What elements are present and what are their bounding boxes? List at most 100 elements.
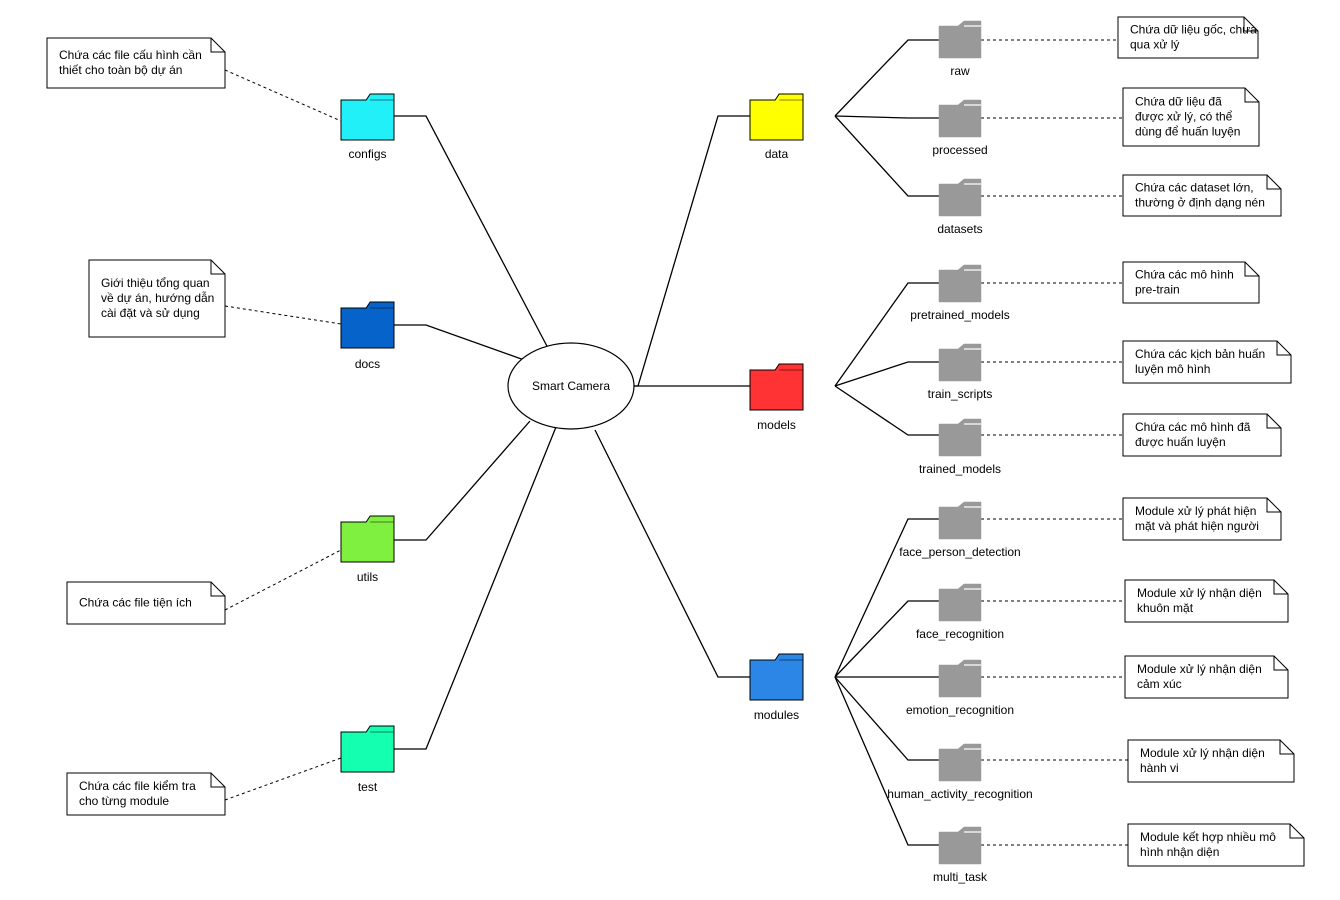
- docs-connector: [394, 324, 528, 362]
- folder-human-activity-recognition-note-fold: [1279, 740, 1294, 755]
- folder-multi-task-note-line: Module kết hợp nhiều mô: [1140, 830, 1276, 844]
- folder-face-recognition-connector: [834, 600, 939, 678]
- folder-face-recognition-note-line: Module xử lý nhận diện: [1137, 586, 1262, 600]
- folder-face-recognition[interactable]: face_recognition: [916, 583, 1004, 641]
- folder-processed-label: processed: [932, 143, 987, 157]
- folder-docs-icon[interactable]: [340, 301, 395, 349]
- folder-trained-models-connector: [834, 385, 939, 436]
- folder-pretrained-models[interactable]: pretrained_models: [910, 264, 1010, 322]
- folder-configs[interactable]: configs: [340, 93, 395, 161]
- folder-trained-models-note-box: [1122, 413, 1282, 457]
- folder-emotion-recognition-note-line: Module xử lý nhận diện: [1137, 662, 1262, 676]
- center-ellipse[interactable]: [507, 342, 635, 430]
- folder-multi-task-note-box: [1127, 823, 1305, 867]
- folder-face-person-detection[interactable]: face_person_detection: [899, 501, 1021, 559]
- folder-utils-icon[interactable]: [340, 515, 395, 563]
- folder-trained-models[interactable]: trained_models: [919, 418, 1001, 476]
- folder-trained-models-note-line: được huấn luyện: [1135, 435, 1226, 449]
- folder-multi-task-label: multi_task: [933, 870, 988, 884]
- folder-train-scripts-note-line: luyện mô hình: [1135, 362, 1210, 376]
- utils-note-fold: [210, 582, 225, 597]
- docs-note-line: cài đặt và sử dụng: [101, 306, 200, 320]
- configs-note-line: thiết cho toàn bộ dự án: [59, 63, 182, 77]
- folder-raw-note-line: Chứa dữ liệu gốc, chưa: [1130, 23, 1257, 37]
- folder-raw[interactable]: raw: [938, 20, 982, 78]
- folder-human-activity-recognition-icon[interactable]: [938, 743, 982, 782]
- folder-multi-task-icon[interactable]: [938, 826, 982, 865]
- folder-processed-icon[interactable]: [938, 99, 982, 138]
- folder-models[interactable]: models: [749, 363, 804, 432]
- test-note-connector: [224, 757, 342, 801]
- folder-modules[interactable]: modules: [749, 653, 804, 722]
- folder-face-person-detection-label: face_person_detection: [899, 545, 1020, 559]
- utils-note-line: Chứa các file tiện ích: [79, 596, 192, 610]
- folder-docs[interactable]: docs: [340, 301, 395, 371]
- folder-face-recognition-note-box: [1124, 579, 1289, 623]
- folder-face-recognition-note-fold: [1273, 580, 1288, 595]
- folder-data-icon[interactable]: [749, 93, 804, 141]
- folder-processed[interactable]: processed: [932, 99, 988, 157]
- folder-multi-task-note-line: hình nhận diện: [1140, 845, 1219, 859]
- folder-train-scripts[interactable]: train_scripts: [928, 343, 993, 401]
- docs-note-fold: [210, 260, 225, 275]
- folder-raw-label: raw: [950, 64, 970, 78]
- connector-lines: [224, 39, 1128, 846]
- folder-multi-task-note-fold: [1289, 824, 1304, 839]
- test-note-box: [66, 772, 226, 816]
- test-note-fold: [210, 773, 225, 788]
- folder-emotion-recognition-note-line: cảm xúc: [1137, 677, 1182, 691]
- folder-utils[interactable]: utils: [340, 515, 395, 584]
- configs-note-box: [46, 37, 226, 89]
- folder-human-activity-recognition-label: human_activity_recognition: [887, 787, 1032, 801]
- folder-pretrained-models-note-box: [1122, 261, 1260, 304]
- center-label: Smart Camera: [532, 379, 610, 393]
- folder-models-label: models: [757, 418, 796, 432]
- folder-raw-icon[interactable]: [938, 20, 982, 59]
- folder-raw-note-box: [1117, 16, 1259, 59]
- folder-test-icon[interactable]: [340, 725, 395, 773]
- folder-face-recognition-icon[interactable]: [938, 583, 982, 622]
- folder-pretrained-models-note-line: Chứa các mô hình: [1135, 268, 1234, 282]
- folder-pretrained-models-label: pretrained_models: [910, 308, 1009, 322]
- folder-processed-note-line: được xử lý, có thể: [1135, 110, 1233, 124]
- folder-models-icon[interactable]: [749, 363, 804, 411]
- test-note-line: cho từng module: [79, 794, 169, 808]
- folder-face-person-detection-note-fold: [1266, 498, 1281, 513]
- folder-trained-models-icon[interactable]: [938, 418, 982, 457]
- folder-datasets-note-line: thường ở định dạng nén: [1135, 196, 1265, 210]
- folder-emotion-recognition[interactable]: emotion_recognition: [906, 659, 1014, 717]
- folder-emotion-recognition-icon[interactable]: [938, 659, 982, 698]
- folder-trained-models-label: trained_models: [919, 462, 1001, 476]
- folder-pretrained-models-icon[interactable]: [938, 264, 982, 303]
- folder-datasets-note-fold: [1266, 175, 1281, 190]
- folder-configs-icon[interactable]: [340, 93, 395, 141]
- test-note-line: Chứa các file kiểm tra: [79, 779, 196, 793]
- docs-note-connector: [224, 305, 342, 325]
- folder-datasets[interactable]: datasets: [937, 178, 983, 236]
- folder-datasets-icon[interactable]: [938, 178, 982, 217]
- utils-connector: [394, 420, 531, 541]
- docs-note-box: [88, 259, 226, 338]
- folder-data[interactable]: data: [749, 93, 804, 161]
- folder-train-scripts-icon[interactable]: [938, 343, 982, 382]
- folder-utils-label: utils: [357, 570, 378, 584]
- docs-note-line: về dự án, hướng dẫn: [101, 290, 214, 305]
- folder-multi-task[interactable]: multi_task: [933, 826, 988, 884]
- folder-modules-icon[interactable]: [749, 653, 804, 701]
- folder-train-scripts-note-fold: [1276, 341, 1291, 356]
- folder-emotion-recognition-note-box: [1124, 655, 1289, 699]
- folder-train-scripts-note-line: Chứa các kịch bản huấn: [1135, 347, 1265, 361]
- folder-face-recognition-note-line: khuôn mặt: [1137, 601, 1194, 615]
- folder-raw-note-fold: [1243, 17, 1258, 32]
- data-connector: [634, 115, 750, 387]
- folder-human-activity-recognition[interactable]: human_activity_recognition: [887, 743, 1033, 801]
- center-node[interactable]: Smart Camera: [507, 342, 635, 430]
- folder-datasets-label: datasets: [937, 222, 982, 236]
- folder-face-person-detection-icon[interactable]: [938, 501, 982, 540]
- folder-test[interactable]: test: [340, 725, 395, 794]
- docs-note-line: Giới thiệu tổng quan: [101, 276, 210, 290]
- folder-face-person-detection-connector: [834, 518, 939, 678]
- folder-processed-note-line: dùng để huấn luyện: [1135, 125, 1240, 139]
